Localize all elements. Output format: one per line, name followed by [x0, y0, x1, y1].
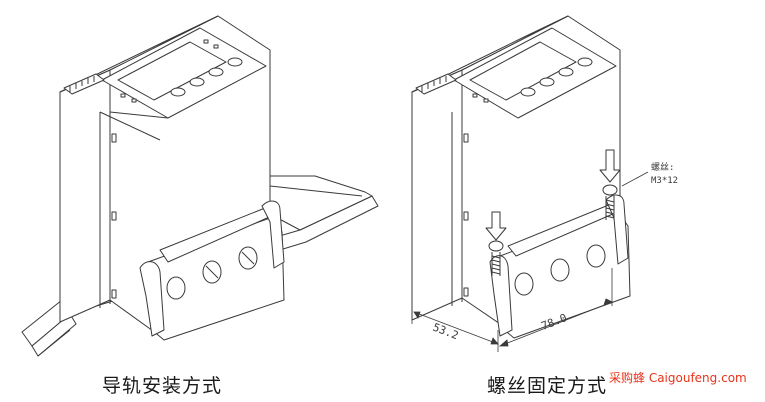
screw-spec-size: M3*12 — [651, 176, 678, 186]
callout-leader — [621, 171, 649, 187]
caption-screw-mount: 螺丝固定方式 — [487, 375, 608, 397]
screw-mount-drawing — [411, 15, 649, 339]
rail-mount-drawing — [21, 15, 379, 357]
screw-right — [602, 184, 618, 220]
watermark: 采购蜂 Caigoufeng.com — [609, 371, 747, 385]
terminal-strip — [63, 73, 105, 95]
screw-spec-label: 螺丝: — [651, 161, 674, 173]
screw-left — [488, 240, 504, 276]
arrow-down-icon — [485, 211, 507, 241]
dimension-depth: 53.2 — [431, 321, 460, 343]
front-terminal-block — [139, 200, 285, 341]
dimension-lines — [411, 268, 613, 352]
caption-rail-mount: 导轨安装方式 — [102, 375, 223, 397]
arrow-down-icon — [599, 149, 621, 183]
front-terminal-block-right — [489, 194, 631, 339]
